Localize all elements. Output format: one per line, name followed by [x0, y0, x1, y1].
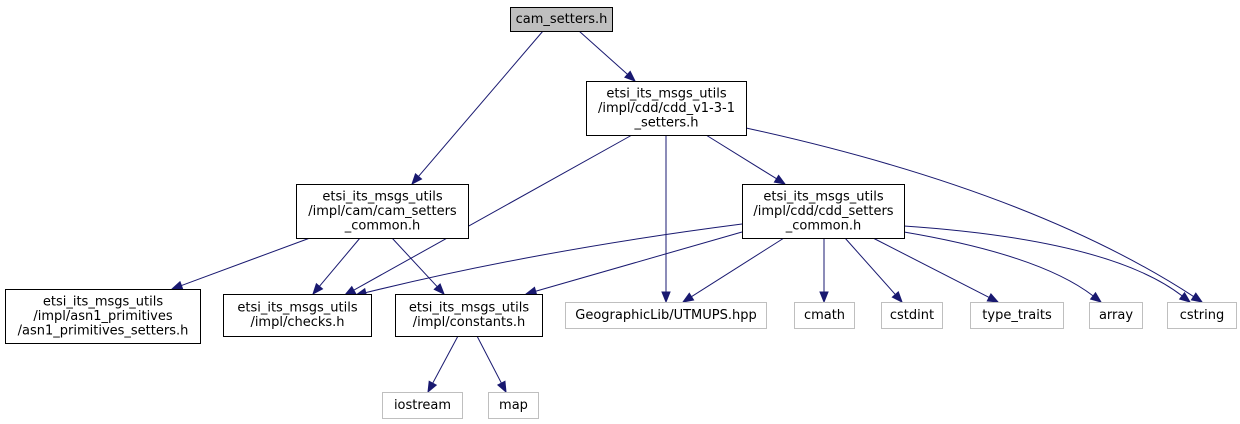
node-label-line: _common.h — [785, 218, 862, 233]
edge-cam-setters-common-to-asn1-primitives-setters — [170, 237, 311, 290]
node-cdd-setters-common[interactable]: etsi_its_msgs_utils/impl/cdd/cdd_setters… — [742, 184, 905, 239]
node-label-line: _setters.h — [634, 115, 699, 130]
edge-cdd-v1-3-1-setters-to-utmups — [661, 135, 671, 304]
edge-cdd-v1-3-1-setters-to-cdd-setters-common — [705, 134, 787, 185]
node-asn1-primitives-setters[interactable]: etsi_its_msgs_utils/impl/asn1_primitives… — [5, 289, 201, 344]
node-label-line: cstring — [1180, 308, 1224, 323]
node-type-traits: type_traits — [970, 302, 1064, 329]
node-label-line: etsi_its_msgs_utils — [237, 301, 357, 316]
edges-layer — [170, 30, 1204, 394]
node-cstring: cstring — [1167, 302, 1237, 329]
node-label-line: /impl/cdd/cdd_v1-3-1 — [598, 101, 735, 116]
edge-cam-setters-to-cam-setters-common — [411, 30, 544, 186]
node-cmath: cmath — [794, 302, 855, 329]
node-array: array — [1089, 302, 1143, 329]
node-label-line: _common.h — [344, 218, 421, 233]
edge-cam-setters-to-cdd-v1-3-1-setters — [578, 30, 637, 82]
edge-constants-to-iostream — [427, 335, 459, 394]
node-label-line: iostream — [394, 398, 451, 413]
node-utmups: GeographicLib/UTMUPS.hpp — [565, 302, 767, 329]
edge-constants-to-map — [476, 335, 507, 394]
node-label-line: etsi_its_msgs_utils — [606, 86, 726, 101]
node-label-line: /impl/cdd/cdd_setters — [753, 204, 893, 219]
node-label-line: cstdint — [890, 308, 934, 323]
node-label-line: cam_setters.h — [516, 12, 608, 27]
node-cam-setters[interactable]: cam_setters.h — [510, 7, 613, 32]
node-label-line: /asn1_primitives_setters.h — [18, 323, 189, 338]
node-map: map — [488, 392, 539, 419]
node-label-line: /impl/constants.h — [413, 315, 526, 330]
edge-cdd-v1-3-1-setters-to-cstring — [745, 127, 1204, 303]
node-label-line: GeographicLib/UTMUPS.hpp — [575, 308, 756, 323]
node-iostream: iostream — [382, 392, 463, 419]
edge-cdd-setters-common-to-array — [903, 231, 1103, 303]
edge-cdd-setters-common-to-type-traits — [872, 237, 1000, 303]
nodes-layer: cam_setters.h etsi_its_msgs_utils/impl/cd… — [5, 7, 1237, 419]
node-cstdint: cstdint — [881, 302, 943, 329]
node-label-line: etsi_its_msgs_utils — [322, 189, 442, 204]
edge-cdd-setters-common-to-cstdint — [844, 237, 903, 304]
edge-cdd-setters-common-to-cmath — [819, 238, 829, 304]
node-cam-setters-common[interactable]: etsi_its_msgs_utils/impl/cam/cam_setters… — [296, 184, 469, 239]
node-label-line: /impl/asn1_primitives — [33, 309, 173, 324]
node-label-line: map — [499, 398, 528, 413]
node-label-line: cmath — [804, 308, 845, 323]
node-label-line: type_traits — [982, 308, 1052, 323]
node-label-line: etsi_its_msgs_utils — [43, 294, 163, 309]
node-label-line: array — [1099, 308, 1133, 323]
node-label-line: etsi_its_msgs_utils — [763, 189, 883, 204]
edge-cdd-setters-common-to-cstring — [903, 225, 1192, 303]
node-constants[interactable]: etsi_its_msgs_utils/impl/constants.h — [395, 294, 543, 337]
edge-cam-setters-common-to-constants — [391, 237, 445, 295]
node-label-line: /impl/cam/cam_setters — [308, 204, 457, 219]
edge-cdd-setters-common-to-utmups — [681, 237, 785, 303]
node-label-line: /impl/checks.h — [250, 315, 344, 330]
node-cdd-v1-3-1-setters[interactable]: etsi_its_msgs_utils/impl/cdd/cdd_v1-3-1_… — [586, 81, 747, 136]
node-checks[interactable]: etsi_its_msgs_utils/impl/checks.h — [223, 294, 372, 337]
edge-cam-setters-common-to-checks — [312, 237, 361, 296]
node-label-line: etsi_its_msgs_utils — [409, 301, 529, 316]
